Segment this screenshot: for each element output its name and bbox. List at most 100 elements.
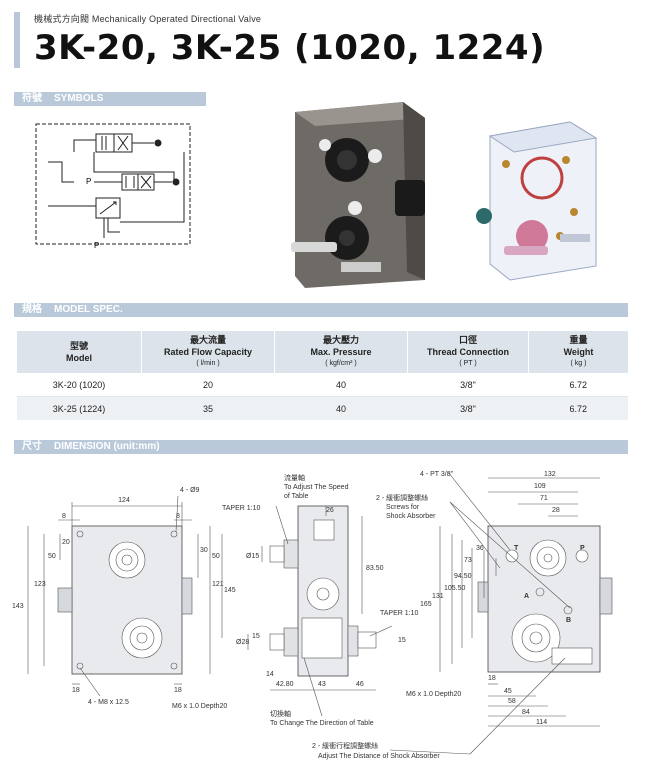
dim-label: 50	[48, 553, 56, 560]
section-dim-en: DIMENSION (unit:mm)	[54, 441, 160, 452]
model-spec-table: 型號 Model 最大流量 Rated Flow Capacity ( l/min )…	[16, 331, 628, 420]
cell-pressure: 40	[274, 373, 408, 397]
dim-label: 15	[398, 637, 406, 644]
dim-label: 36	[476, 545, 484, 552]
dim-label: 165	[420, 601, 432, 608]
header-en: Model	[66, 353, 92, 363]
dim-label: 4 - M8 x 12.5	[88, 699, 129, 706]
dim-label: 124	[118, 497, 130, 504]
header-zh: 最大流量	[189, 335, 226, 345]
spec-header-pressure: 最大壓力 Max. Pressure ( kgf/cm² )	[274, 331, 408, 373]
dim-label: 4 - PT 3/8"	[420, 471, 454, 478]
dim-label: 4 - Ø9	[180, 487, 200, 494]
header-en: Max. Pressure	[310, 347, 372, 357]
product-render-transparent	[476, 121, 598, 281]
section-symbols-zh: 符號	[22, 93, 42, 104]
header-unit: ( kgf/cm² )	[325, 360, 357, 367]
dim-label: 123	[34, 581, 46, 588]
dim-label: 105.50	[444, 585, 466, 592]
spec-header-model: 型號 Model	[16, 331, 142, 373]
section-symbols-en: SYMBOLS	[54, 93, 104, 104]
dim-label: TAPER 1:10	[222, 505, 260, 512]
dim-label: 114	[536, 719, 547, 726]
symbol-boundary	[35, 123, 191, 245]
table-row: 3K-20 (1020) 20 40 3/8" 6.72	[16, 373, 628, 397]
symbol-label-p-top: P	[86, 177, 91, 186]
header-accent-bar	[14, 12, 20, 68]
page-title: 3K-20, 3K-25 (1020, 1224)	[34, 28, 546, 68]
dim-label: M6 x 1.0 Depth20	[406, 691, 461, 698]
dim-label: 切換軸	[270, 709, 291, 718]
dim-label: 流量軸	[284, 473, 305, 482]
dim-label: To Adjust The Speed	[284, 484, 349, 491]
dim-label: Screws for	[386, 504, 420, 511]
cell-model: 3K-20 (1020)	[16, 373, 142, 397]
dim-label: 84	[522, 709, 530, 716]
dim-label: 8	[62, 513, 66, 520]
dim-label: 46	[356, 681, 364, 688]
cell-flow: 35	[141, 396, 275, 420]
product-photo-valve	[291, 102, 425, 288]
header-zh: 口徑	[458, 335, 477, 345]
header-zh: 型號	[69, 341, 88, 351]
port-label-a: A	[524, 593, 529, 600]
section-spec-en: MODEL SPEC.	[54, 304, 123, 315]
dim-label: 45	[504, 688, 512, 695]
dim-label: 71	[540, 495, 548, 502]
dim-label: Adjust The Distance of Shock Absorber	[318, 753, 440, 760]
dim-label: 58	[508, 698, 516, 705]
dim-label: 14	[266, 671, 274, 678]
dim-label: 28	[552, 507, 560, 514]
section-spec-zh: 規格	[22, 304, 42, 315]
dim-label: Ø15	[246, 553, 259, 560]
symbol-label-p-bottom: P	[94, 241, 99, 250]
dim-label: 73	[464, 557, 472, 564]
dim-label: 8	[176, 513, 180, 520]
dim-label: 42.80	[276, 681, 294, 688]
page-header: 機械式方向閥 Mechanically Operated Directional…	[0, 0, 645, 80]
dim-label: 131	[432, 593, 444, 600]
dim-label: 18	[174, 687, 182, 694]
header-en: Thread Connection	[426, 347, 509, 357]
dim-label: 15	[252, 633, 260, 640]
section-dim-zh: 尺寸	[22, 441, 42, 452]
header-unit: ( kg )	[570, 360, 587, 367]
section-dimension-header: 尺寸 DIMENSION (unit:mm)	[14, 440, 628, 454]
dim-label: 43	[318, 681, 326, 688]
header-unit: ( l/min )	[196, 360, 220, 367]
dim-label: 18	[488, 675, 496, 682]
cell-flow: 20	[141, 373, 275, 397]
port-label-p: P	[580, 545, 585, 552]
dim-label: 121	[212, 581, 224, 588]
dim-label: 143	[12, 603, 24, 610]
cell-weight: 6.72	[528, 373, 628, 397]
dim-label: 94.50	[454, 573, 472, 580]
dim-label: M6 x 1.0 Depth20	[172, 703, 227, 710]
cell-thread: 3/8"	[407, 373, 529, 397]
cell-pressure: 40	[274, 396, 408, 420]
dimension-drawing: 124 4 - Ø9 8 8 20 50 123 143 30 50 121 1…	[12, 471, 613, 760]
header-en: Rated Flow Capacity	[163, 347, 253, 357]
dim-label: 145	[224, 587, 236, 594]
header-zh: 最大壓力	[322, 335, 359, 345]
header-zh: 重量	[569, 335, 588, 345]
dim-label: 2 - 緩衝行程調整螺絲	[312, 741, 378, 750]
dim-label: To Change The Direction of Table	[270, 720, 374, 727]
dim-label: Shock Absorber	[386, 513, 436, 520]
dim-label: 83.50	[366, 565, 384, 572]
section-symbols-header: 符號 SYMBOLS	[14, 92, 206, 106]
hydraulic-symbol-diagram: P P	[35, 123, 191, 250]
dim-label: 30	[200, 547, 208, 554]
dim-label: Ø28	[236, 639, 249, 646]
dim-label: 50	[212, 553, 220, 560]
port-label-t: T	[514, 545, 519, 552]
dim-label: 18	[72, 687, 80, 694]
port-label-b: B	[566, 617, 571, 624]
valve-block-1	[95, 133, 115, 153]
cell-weight: 6.72	[528, 396, 628, 420]
cell-thread: 3/8"	[407, 396, 529, 420]
section-spec-header: 規格 MODEL SPEC.	[14, 303, 628, 317]
cell-model: 3K-25 (1224)	[16, 396, 142, 420]
